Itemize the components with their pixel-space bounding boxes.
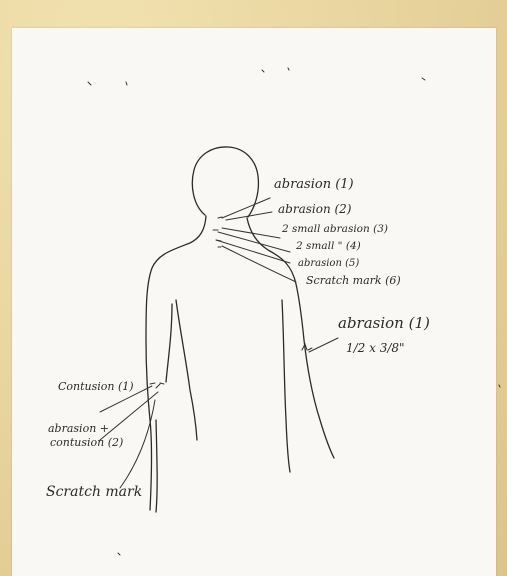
label-arm-size: 1/2 x 3/8" [346, 341, 405, 355]
label-abrasion-plus: abrasion + [48, 422, 109, 435]
stray-marks [88, 68, 500, 555]
label-contusion-1: Contusion (1) [58, 380, 134, 393]
label-scratch-mark-6: Scratch mark (6) [306, 274, 401, 287]
label-abrasion-2: abrasion (2) [278, 202, 352, 216]
label-scratch-mark: Scratch mark [46, 484, 142, 500]
label-abrasion-5: abrasion (5) [298, 258, 359, 269]
label-arm-abrasion: abrasion (1) [338, 314, 430, 332]
label-small-abrasion-3: 2 small abrasion (3) [281, 223, 388, 235]
label-small-4: 2 small " (4) [295, 240, 361, 252]
label-abrasion-1: abrasion (1) [274, 177, 354, 192]
wound-marks [150, 217, 312, 388]
label-contusion-2: contusion (2) [50, 436, 123, 449]
